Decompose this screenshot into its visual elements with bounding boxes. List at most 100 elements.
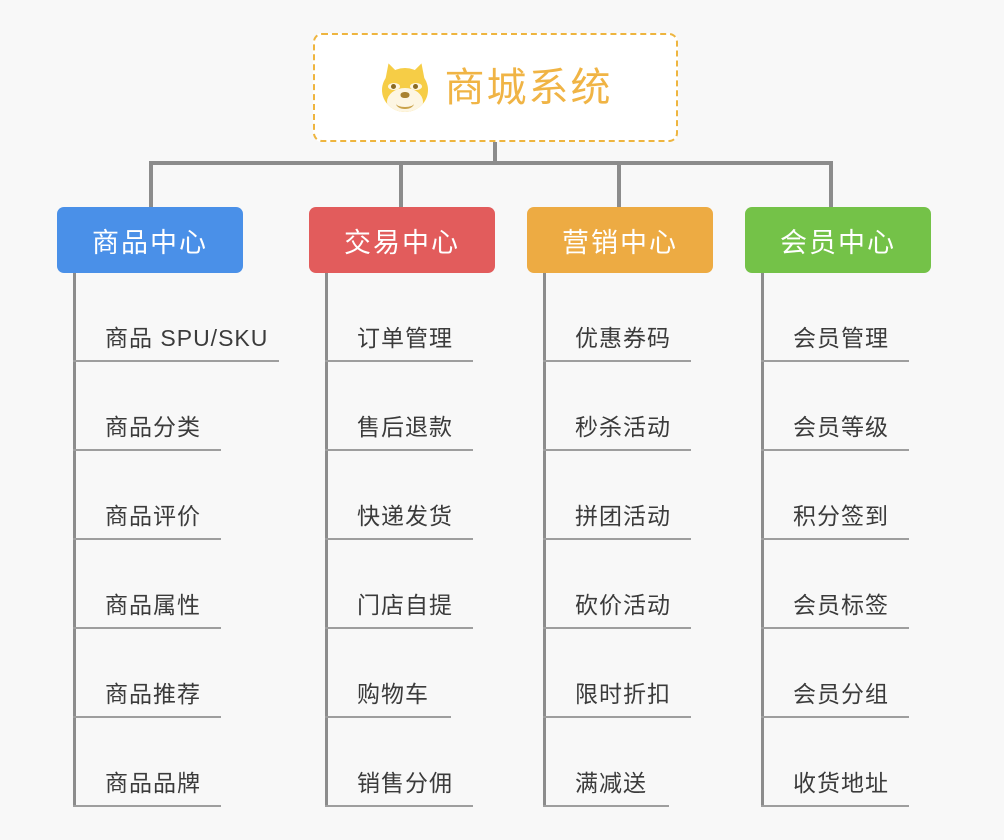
root-title: 商城系统 bbox=[444, 65, 613, 110]
connector-drop-2 bbox=[399, 161, 403, 207]
connector-root-stem bbox=[493, 142, 497, 164]
category-header-label: 商品中心 bbox=[92, 227, 208, 258]
leaf-item[interactable]: 商品品牌 bbox=[73, 718, 268, 807]
leaf-label: 限时折扣 bbox=[575, 681, 671, 707]
leaf-underline bbox=[761, 360, 909, 362]
leaf-label: 商品品牌 bbox=[105, 770, 201, 796]
leaf-label: 商品 SPU/SKU bbox=[105, 325, 269, 351]
leaf-underline bbox=[543, 449, 691, 451]
leaf-item[interactable]: 收货地址 bbox=[761, 718, 909, 807]
leaf-label: 购物车 bbox=[357, 681, 429, 707]
leaf-item[interactable]: 满减送 bbox=[543, 718, 671, 807]
leaf-label: 商品属性 bbox=[105, 592, 201, 618]
leaf-label: 商品评价 bbox=[105, 503, 201, 529]
leaf-label: 会员管理 bbox=[793, 325, 889, 351]
leaf-list-1: 商品 SPU/SKU 商品分类 商品评价 商品属性 商品推荐 商品品牌 bbox=[73, 273, 279, 807]
leaf-label: 销售分佣 bbox=[357, 770, 453, 796]
leaf-label: 秒杀活动 bbox=[575, 414, 671, 440]
leaf-item[interactable]: 售后退款 bbox=[325, 362, 473, 451]
category-column-4: 会员中心 会员管理 会员等级 积分签到 会员标签 会员分组 bbox=[745, 207, 931, 807]
leaf-underline bbox=[73, 360, 279, 362]
leaf-underline bbox=[761, 627, 909, 629]
leaf-label: 拼团活动 bbox=[575, 503, 671, 529]
category-header-label: 交易中心 bbox=[344, 227, 460, 258]
category-header-label: 会员中心 bbox=[780, 227, 896, 258]
leaf-item[interactable]: 销售分佣 bbox=[325, 718, 473, 807]
leaf-underline bbox=[325, 538, 473, 540]
category-header-1[interactable]: 商品中心 bbox=[57, 207, 243, 273]
leaf-label: 售后退款 bbox=[357, 414, 453, 440]
leaf-item[interactable]: 快递发货 bbox=[325, 451, 473, 540]
leaf-underline bbox=[543, 538, 691, 540]
leaf-label: 订单管理 bbox=[357, 325, 453, 351]
leaf-item[interactable]: 会员等级 bbox=[761, 362, 909, 451]
leaf-item[interactable]: 会员标签 bbox=[761, 540, 909, 629]
category-header-label: 营销中心 bbox=[562, 227, 678, 258]
category-trunk-1 bbox=[73, 273, 76, 807]
leaf-item[interactable]: 会员管理 bbox=[761, 273, 909, 362]
leaf-item[interactable]: 积分签到 bbox=[761, 451, 909, 540]
leaf-underline bbox=[761, 538, 909, 540]
leaf-item[interactable]: 优惠券码 bbox=[543, 273, 691, 362]
leaf-label: 商品推荐 bbox=[105, 681, 201, 707]
leaf-item[interactable]: 商品评价 bbox=[73, 451, 268, 540]
leaf-list-4: 会员管理 会员等级 积分签到 会员标签 会员分组 收货地址 bbox=[761, 273, 909, 807]
leaf-underline bbox=[73, 805, 221, 807]
leaf-underline bbox=[761, 449, 909, 451]
leaf-item[interactable]: 商品推荐 bbox=[73, 629, 268, 718]
leaf-underline bbox=[325, 716, 451, 718]
category-column-1: 商品中心 商品 SPU/SKU 商品分类 商品评价 商品属性 商品推荐 bbox=[57, 207, 279, 807]
category-header-2[interactable]: 交易中心 bbox=[309, 207, 495, 273]
leaf-label: 快递发货 bbox=[357, 503, 453, 529]
leaf-label: 门店自提 bbox=[357, 592, 453, 618]
leaf-label: 会员等级 bbox=[793, 414, 889, 440]
leaf-label: 收货地址 bbox=[793, 770, 889, 796]
leaf-underline bbox=[543, 716, 691, 718]
leaf-item[interactable]: 砍价活动 bbox=[543, 540, 691, 629]
root-node[interactable]: 商城系统 bbox=[313, 33, 678, 142]
leaf-underline bbox=[543, 360, 691, 362]
connector-drop-4 bbox=[829, 161, 833, 207]
category-column-3: 营销中心 优惠券码 秒杀活动 拼团活动 砍价活动 限时折扣 bbox=[527, 207, 713, 807]
category-trunk-2 bbox=[325, 273, 328, 807]
leaf-list-2: 订单管理 售后退款 快递发货 门店自提 购物车 销售分佣 bbox=[325, 273, 473, 807]
leaf-underline bbox=[325, 805, 473, 807]
leaf-underline bbox=[73, 627, 221, 629]
leaf-label: 会员分组 bbox=[793, 681, 889, 707]
leaf-label: 砍价活动 bbox=[575, 592, 671, 618]
leaf-underline bbox=[761, 805, 909, 807]
leaf-label: 会员标签 bbox=[793, 592, 889, 618]
leaf-underline bbox=[73, 716, 221, 718]
leaf-underline bbox=[325, 449, 473, 451]
leaf-item[interactable]: 商品 SPU/SKU bbox=[73, 273, 279, 362]
connector-drop-1 bbox=[149, 161, 153, 207]
leaf-underline bbox=[73, 538, 221, 540]
category-column-2: 交易中心 订单管理 售后退款 快递发货 门店自提 购物车 bbox=[309, 207, 495, 807]
leaf-item[interactable]: 订单管理 bbox=[325, 273, 473, 362]
leaf-item[interactable]: 限时折扣 bbox=[543, 629, 691, 718]
leaf-item[interactable]: 秒杀活动 bbox=[543, 362, 691, 451]
connector-drop-3 bbox=[617, 161, 621, 207]
leaf-label: 满减送 bbox=[575, 770, 647, 796]
leaf-underline bbox=[543, 627, 691, 629]
leaf-underline bbox=[543, 805, 669, 807]
leaf-item[interactable]: 商品属性 bbox=[73, 540, 268, 629]
category-trunk-3 bbox=[543, 273, 546, 807]
leaf-underline bbox=[325, 360, 473, 362]
leaf-underline bbox=[73, 449, 221, 451]
leaf-label: 优惠券码 bbox=[575, 325, 671, 351]
category-header-3[interactable]: 营销中心 bbox=[527, 207, 713, 273]
leaf-list-3: 优惠券码 秒杀活动 拼团活动 砍价活动 限时折扣 满减送 bbox=[543, 273, 691, 807]
leaf-item[interactable]: 门店自提 bbox=[325, 540, 473, 629]
leaf-item[interactable]: 会员分组 bbox=[761, 629, 909, 718]
category-trunk-4 bbox=[761, 273, 764, 807]
leaf-label: 商品分类 bbox=[105, 414, 201, 440]
leaf-underline bbox=[325, 627, 473, 629]
leaf-item[interactable]: 商品分类 bbox=[73, 362, 268, 451]
category-header-4[interactable]: 会员中心 bbox=[745, 207, 931, 273]
leaf-label: 积分签到 bbox=[793, 503, 889, 529]
leaf-item[interactable]: 拼团活动 bbox=[543, 451, 691, 540]
leaf-item[interactable]: 购物车 bbox=[325, 629, 453, 718]
connector-horizontal-bar bbox=[149, 161, 833, 165]
